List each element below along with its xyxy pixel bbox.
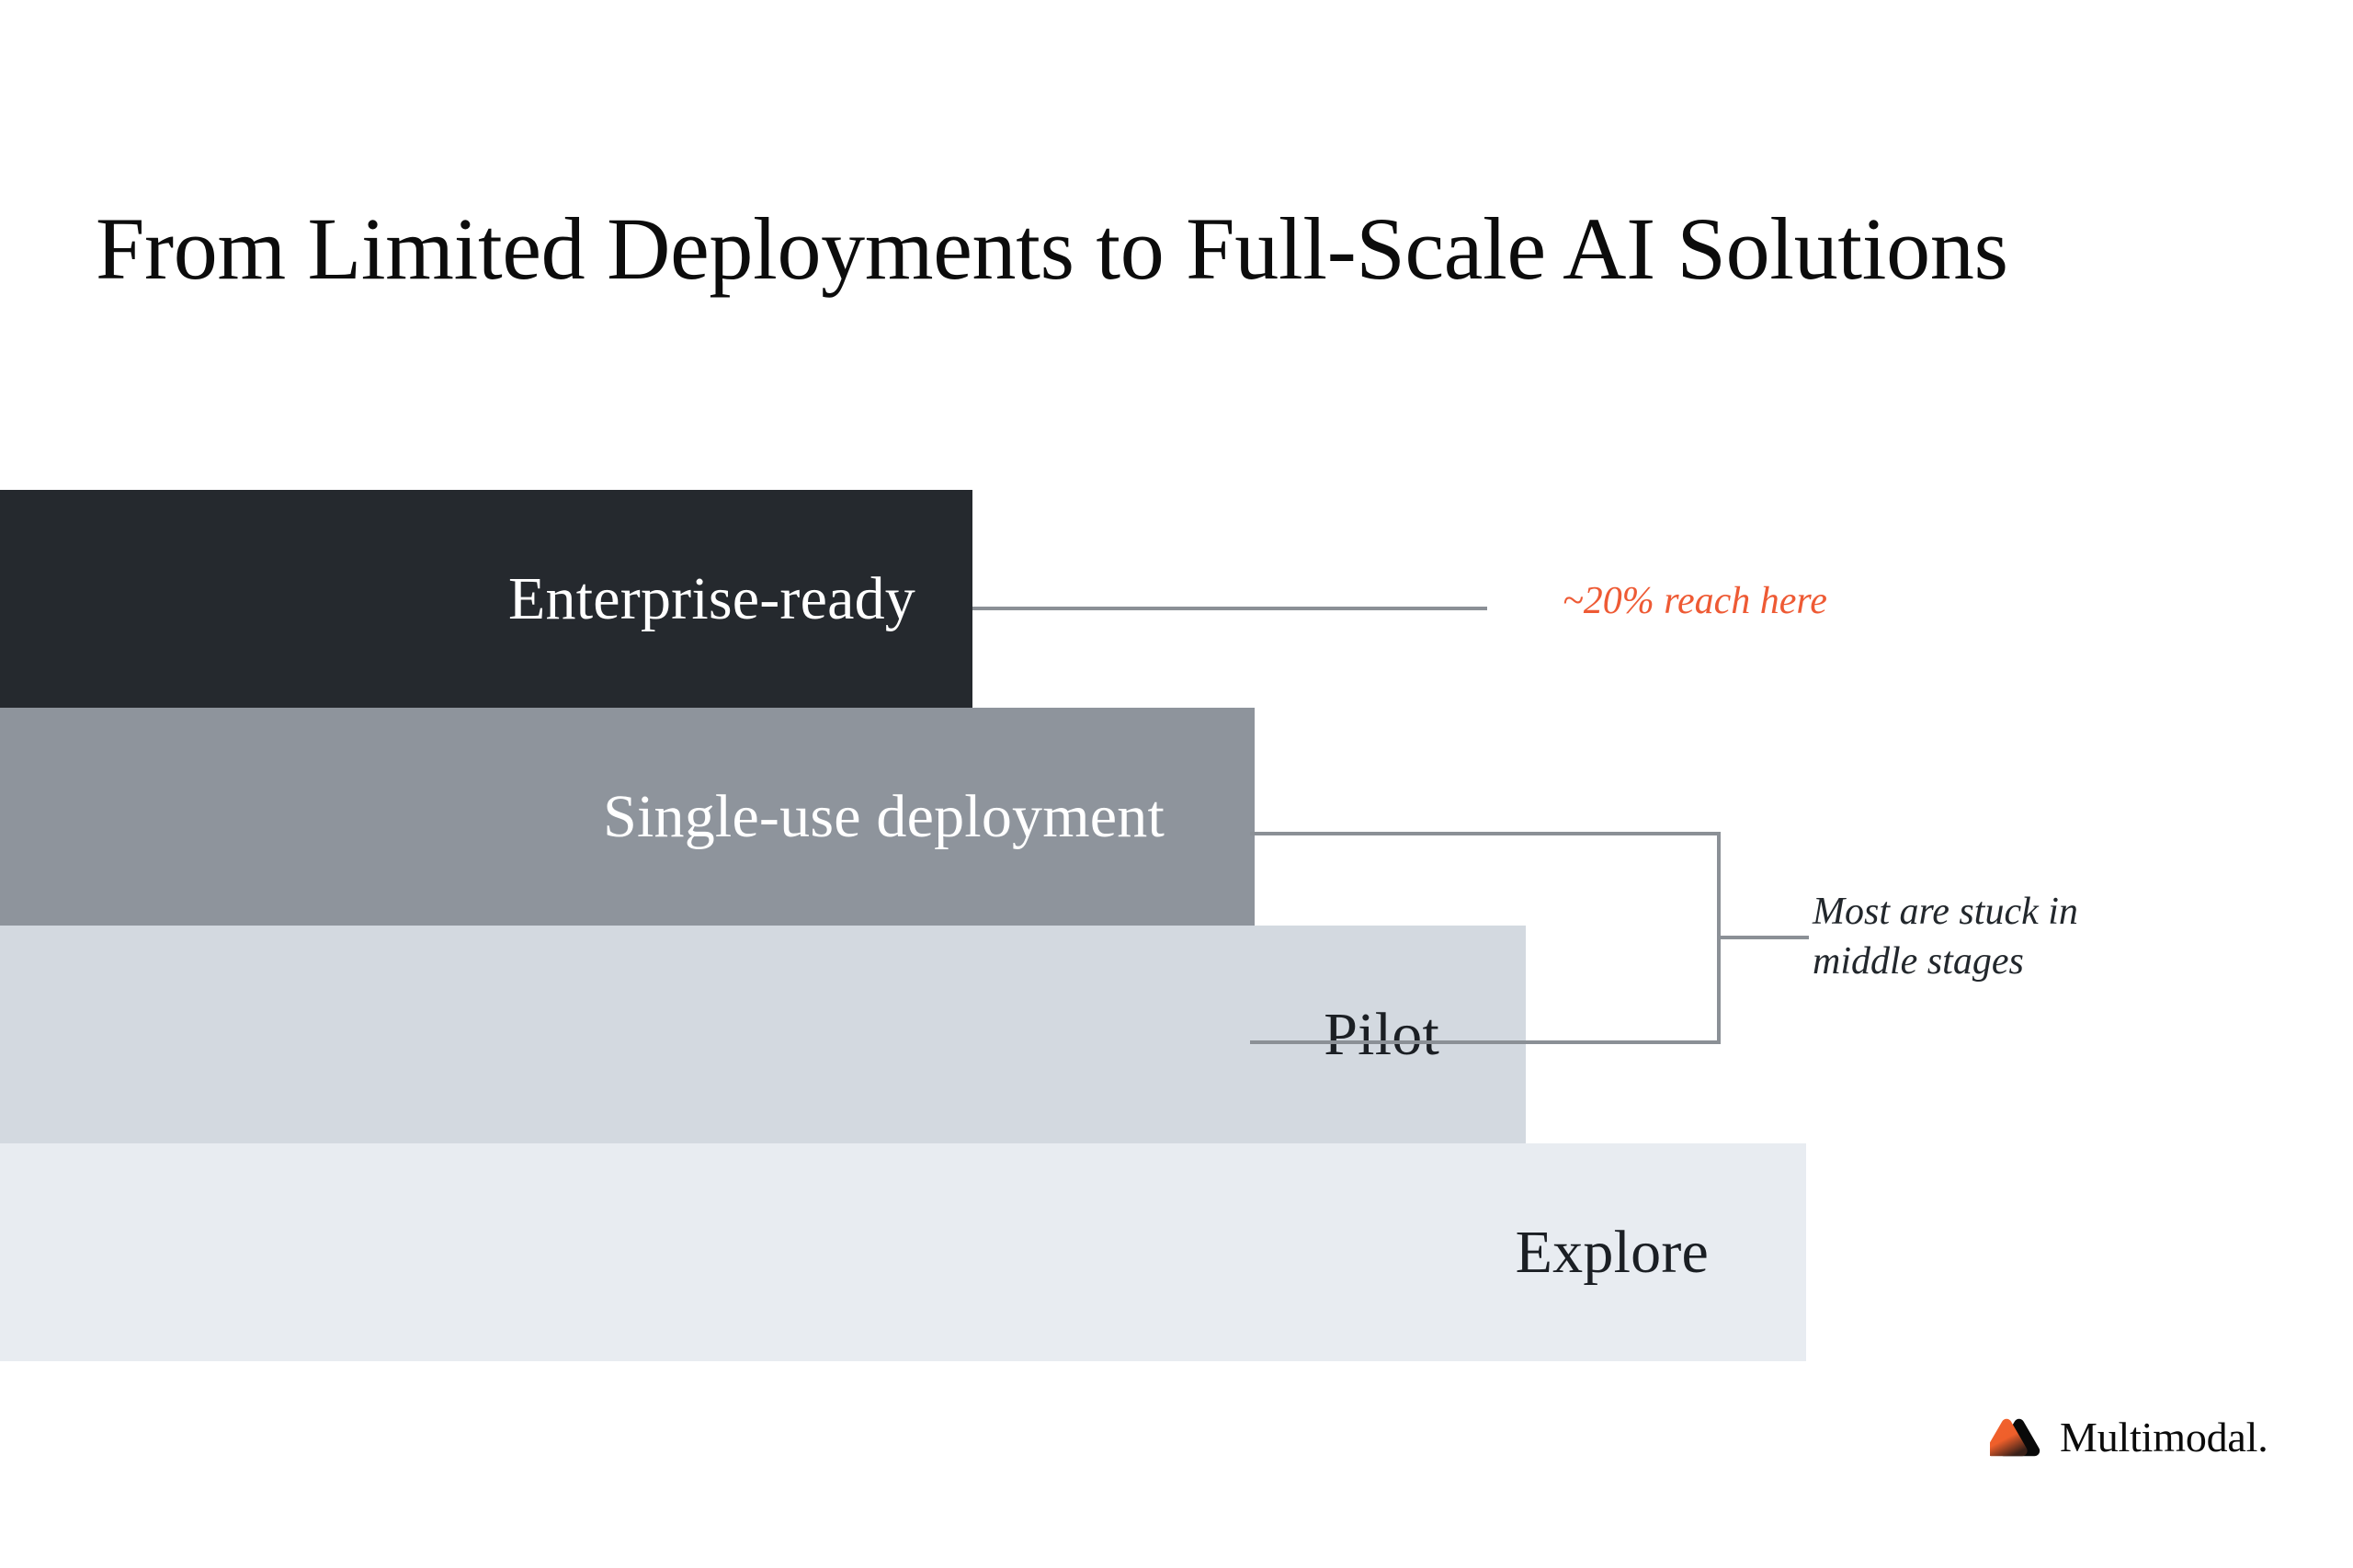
bracket-top-segment [1250,832,1721,835]
funnel-bar-enterprise-ready: Enterprise-ready [0,490,972,708]
page-title: From Limited Deployments to Full-Scale A… [96,199,2008,299]
annotation-middle-line-2: middle stages [1813,939,2024,983]
annotation-twenty-percent: ~20% reach here [1563,580,1827,622]
funnel-bar-label: Enterprise-ready [508,564,915,632]
annotation-middle-stages: Most are stuck in middle stages [1813,888,2290,987]
funnel-bar-label: Pilot [1324,1000,1439,1068]
brand-logo: Multimodal. [1990,1415,2268,1460]
funnel-chart: Enterprise-ready Single-use deployment P… [0,490,2353,1363]
bracket-bottom-segment [1250,1040,1721,1044]
funnel-bar-explore: Explore [0,1143,1806,1361]
connector-bracket-middle [1250,832,1809,1048]
annotation-middle-line-1: Most are stuck in [1813,891,2078,933]
brand-logo-text: Multimodal. [2060,1414,2268,1460]
funnel-bar-label: Single-use deployment [603,782,1165,850]
funnel-bar-label: Explore [1515,1218,1709,1286]
multimodal-triangle-logo-icon [1990,1418,2040,1457]
funnel-bar-single-use-deployment: Single-use deployment [0,708,1255,926]
connector-line-top [972,607,1487,610]
bracket-stub-segment [1717,936,1809,939]
funnel-bar-pilot: Pilot [0,926,1526,1143]
